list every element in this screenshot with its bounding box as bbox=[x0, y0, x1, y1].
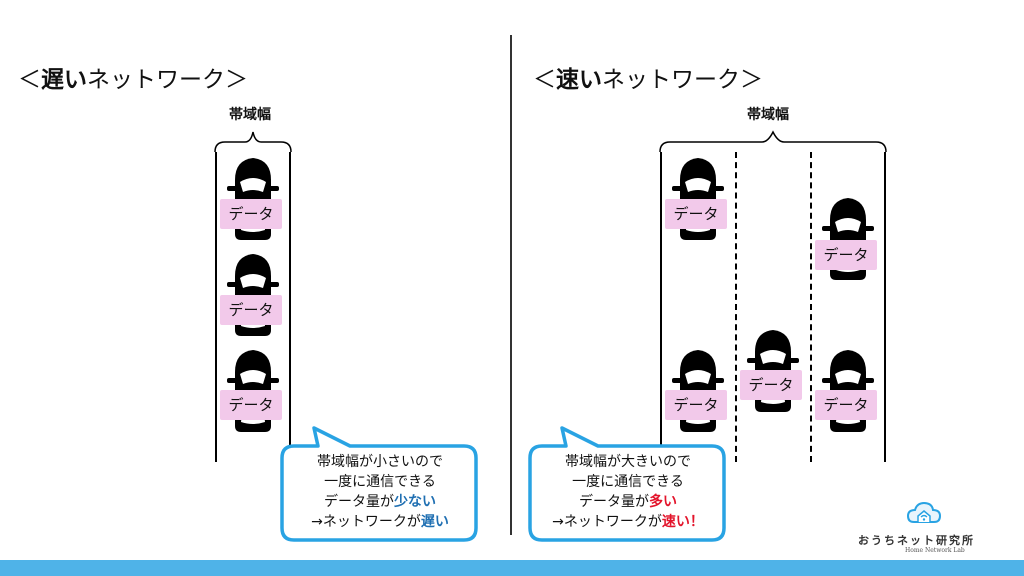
logo-title: おうちネット研究所 bbox=[858, 534, 975, 547]
heading-rest: ネットワーク＞ bbox=[602, 67, 763, 93]
bubble-line: →ネットワークが速い！ bbox=[532, 512, 724, 532]
heading-bracket: ＜ bbox=[18, 67, 41, 93]
bubble-line: →ネットワークが遅い bbox=[284, 512, 476, 532]
car-icon bbox=[743, 324, 803, 414]
data-tag: データ bbox=[815, 390, 877, 420]
bubble-line: 一度に通信できる bbox=[324, 474, 436, 490]
bubble-emphasis: 遅い bbox=[420, 514, 449, 530]
road-line bbox=[884, 152, 886, 462]
data-tag: データ bbox=[220, 199, 282, 229]
cloud-wifi-house-icon bbox=[906, 501, 942, 523]
bubble-emphasis: 多い bbox=[649, 494, 677, 510]
bandwidth-brace-left bbox=[214, 131, 292, 153]
bubble-text-right: 帯域幅が大きいので 一度に通信できる データ量が多い →ネットワークが速い！ bbox=[532, 452, 724, 532]
bandwidth-brace-right bbox=[659, 130, 887, 153]
bottom-accent-bar bbox=[0, 560, 1024, 576]
bubble-line: データ量が少ない bbox=[284, 492, 476, 512]
lane-divider bbox=[735, 152, 737, 462]
slow-network-heading: ＜遅いネットワーク＞ bbox=[18, 60, 248, 94]
speech-bubble-right bbox=[528, 426, 726, 542]
speech-bubble-left bbox=[280, 426, 478, 542]
bubble-line: 帯域幅が小さいので bbox=[317, 454, 443, 470]
heading-rest: ネットワーク＞ bbox=[87, 67, 248, 93]
center-divider bbox=[510, 35, 512, 535]
bubble-emphasis: 少ない bbox=[394, 494, 436, 510]
bubble-text-part: データ量が bbox=[324, 494, 394, 510]
car-icon bbox=[818, 344, 878, 434]
data-tag: データ bbox=[220, 295, 282, 325]
bubble-line: データ量が多い bbox=[532, 492, 724, 512]
road-line bbox=[215, 152, 217, 462]
lane-divider bbox=[810, 152, 812, 462]
road-line bbox=[289, 152, 291, 462]
data-tag: データ bbox=[665, 390, 727, 420]
heading-bracket: ＜ bbox=[533, 67, 556, 93]
heading-emphasis: 速い bbox=[556, 67, 602, 93]
bubble-emphasis: 速い！ bbox=[661, 514, 704, 530]
car-icon bbox=[668, 344, 728, 434]
bubble-text-part: →ネットワークが bbox=[552, 514, 662, 530]
bubble-line: 一度に通信できる bbox=[572, 474, 684, 490]
bandwidth-label-left: 帯域幅 bbox=[229, 107, 271, 123]
fast-network-heading: ＜速いネットワーク＞ bbox=[533, 60, 763, 94]
heading-emphasis: 遅い bbox=[41, 67, 87, 93]
road-line bbox=[660, 152, 662, 462]
bubble-text-left: 帯域幅が小さいので 一度に通信できる データ量が少ない →ネットワークが遅い bbox=[284, 452, 476, 532]
data-tag: データ bbox=[665, 199, 727, 229]
bubble-line: 帯域幅が大きいので bbox=[565, 454, 691, 470]
data-tag: データ bbox=[220, 390, 282, 420]
car-icon bbox=[223, 344, 283, 434]
bubble-text-part: データ量が bbox=[579, 494, 649, 510]
data-tag: データ bbox=[740, 370, 802, 400]
data-tag: データ bbox=[815, 240, 877, 270]
bandwidth-label-right: 帯域幅 bbox=[747, 107, 789, 123]
bubble-text-part: →ネットワークが bbox=[311, 514, 421, 530]
logo-subtitle: Home Network Lab bbox=[905, 547, 965, 554]
